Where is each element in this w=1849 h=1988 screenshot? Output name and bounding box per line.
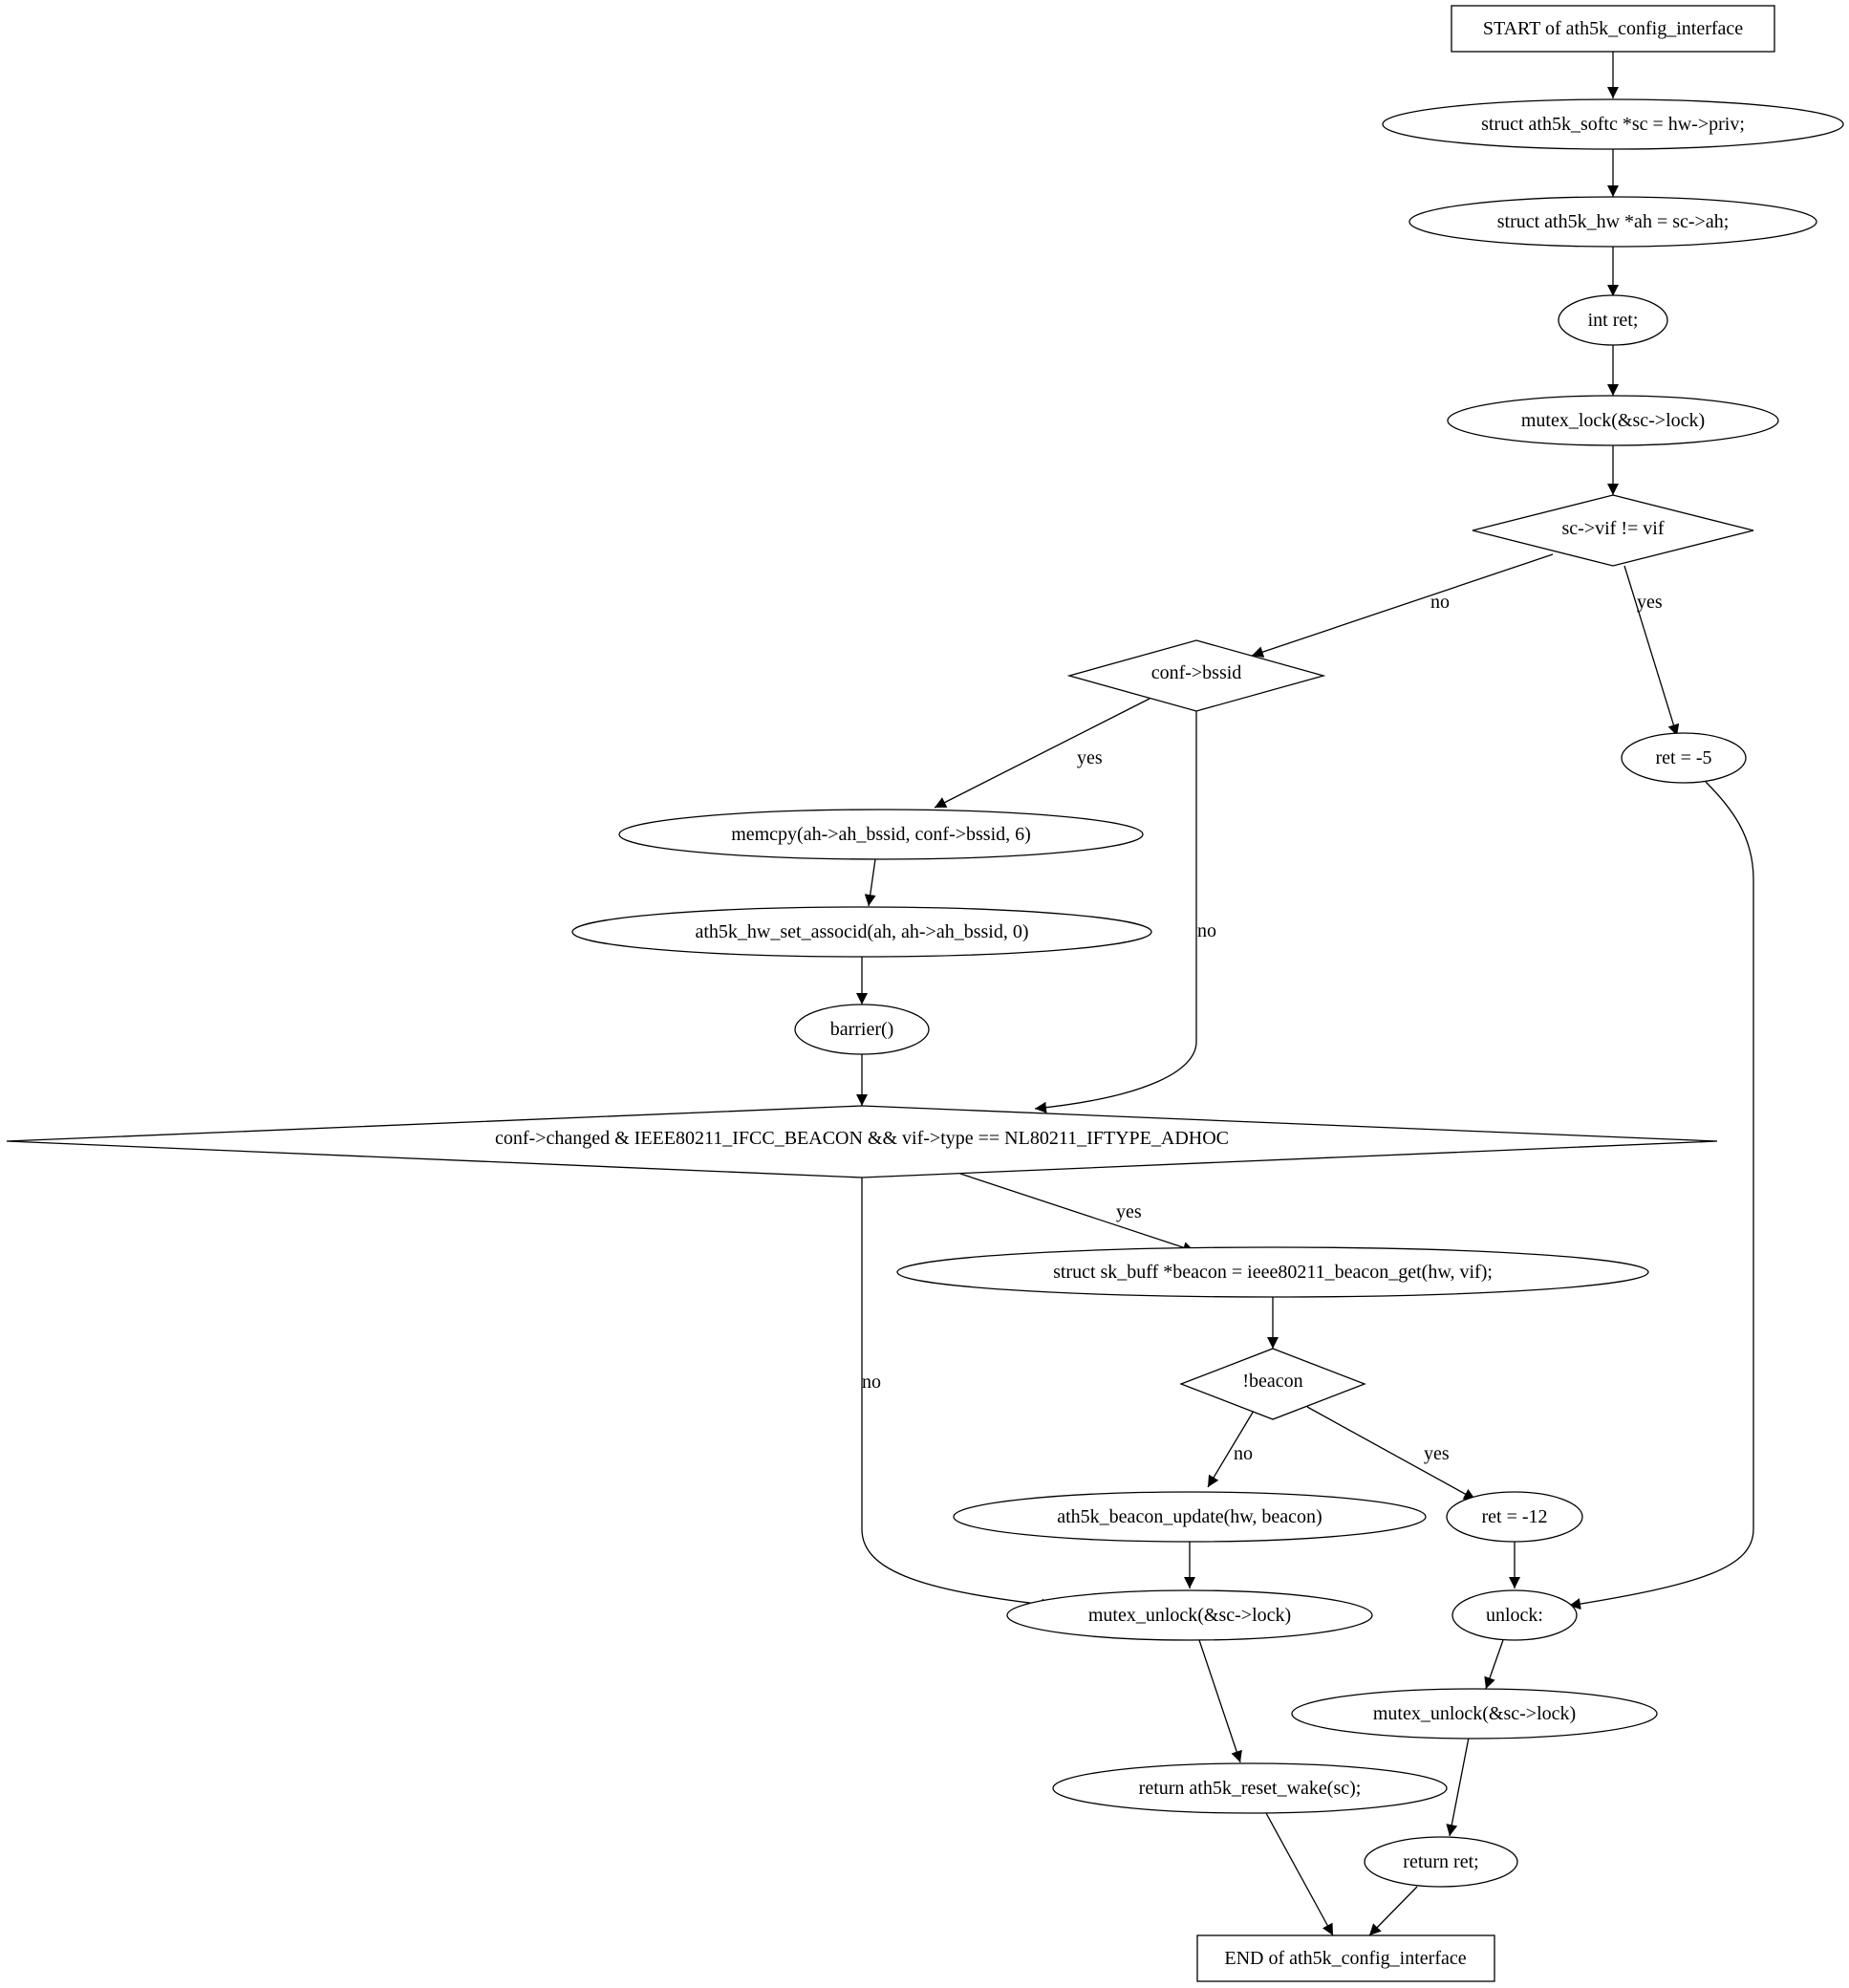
return-reset-wake-label: return ath5k_reset_wake(sc); <box>1139 1778 1362 1799</box>
memcpy-label: memcpy(ah->ah_bssid, conf->bssid, 6) <box>731 824 1031 845</box>
edge-returnret-end <box>1368 1886 1418 1936</box>
ret-minus12-node: ret = -12 <box>1446 1491 1583 1543</box>
cond-bssid-node: conf->bssid <box>1066 639 1326 712</box>
beacon-update-node: ath5k_beacon_update(hw, beacon) <box>953 1491 1427 1543</box>
edge-returnreset-end <box>1265 1812 1334 1936</box>
ret-minus12-label: ret = -12 <box>1481 1506 1547 1527</box>
edge-label-beacon-no: no <box>1234 1443 1253 1464</box>
edge-bssid-no <box>1034 711 1197 1113</box>
cond-vif-label: sc->vif != vif <box>1562 518 1665 539</box>
cond-beacon-node: !beacon <box>1179 1348 1366 1420</box>
ret-minus5-node: ret = -5 <box>1621 732 1747 784</box>
edge-minus5-unlock <box>1568 781 1754 1610</box>
ah-decl-node: struct ath5k_hw *ah = sc->ah; <box>1408 196 1817 248</box>
set-associd-node: ath5k_hw_set_associd(ah, ah->ah_bssid, 0… <box>571 906 1152 958</box>
cond-vif-node: sc->vif != vif <box>1472 494 1754 567</box>
edge-label-changed-yes: yes <box>1116 1201 1142 1222</box>
cond-bssid-label: conf->bssid <box>1151 662 1242 683</box>
end-node-label: END of ath5k_config_interface <box>1224 1948 1466 1969</box>
edge-vif-no <box>1251 553 1554 658</box>
barrier-node: barrier() <box>794 1004 930 1055</box>
mutex-unlock-2-label: mutex_unlock(&sc->lock) <box>1373 1703 1576 1724</box>
edge-unlock1-returnreset <box>1198 1639 1242 1763</box>
edge-memcpy-associd <box>864 858 876 907</box>
edge-beacon-no <box>1207 1410 1255 1488</box>
start-node: START of ath5k_config_interface <box>1451 5 1775 53</box>
return-ret-node: return ret; <box>1364 1836 1518 1888</box>
cond-changed-node: conf->changed & IEEE80211_IFCC_BEACON &&… <box>6 1105 1718 1178</box>
mutex-unlock-2-shape <box>1291 1688 1658 1740</box>
edge-label-beacon-yes: yes <box>1424 1443 1450 1464</box>
edge-unlock2-returnret <box>1446 1737 1470 1837</box>
beacon-update-label: ath5k_beacon_update(hw, beacon) <box>1057 1506 1322 1527</box>
unlock-label-node: unlock: <box>1451 1589 1578 1641</box>
mutex-unlock-1-shape <box>1006 1589 1373 1641</box>
mutex-unlock-1-node: mutex_unlock(&sc->lock) <box>1006 1589 1373 1641</box>
end-node: END of ath5k_config_interface <box>1196 1934 1495 1982</box>
barrier-label: barrier() <box>830 1019 894 1040</box>
edge-label-vif-yes: yes <box>1637 592 1663 613</box>
nodes: START of ath5k_config_interface struct a… <box>6 5 1844 1982</box>
ret-decl-node: int ret; <box>1558 294 1668 346</box>
mutex-unlock-2-node: mutex_unlock(&sc->lock) <box>1291 1688 1658 1740</box>
return-ret-label: return ret; <box>1403 1851 1478 1872</box>
edges <box>856 52 1754 1936</box>
edge-vif-yes <box>1623 565 1680 737</box>
memcpy-node: memcpy(ah->ah_bssid, conf->bssid, 6) <box>618 809 1144 860</box>
mutex-unlock-1-label: mutex_unlock(&sc->lock) <box>1088 1605 1291 1626</box>
edge-labels: no yes yes no yes no no yes <box>862 592 1663 1464</box>
cond-beacon-label: !beacon <box>1242 1371 1302 1392</box>
edge-label-changed-no: no <box>862 1372 881 1393</box>
edge-unlocklabel-unlock2 <box>1484 1639 1504 1690</box>
ret-minus5-label: ret = -5 <box>1655 747 1711 768</box>
set-associd-label: ath5k_hw_set_associd(ah, ah->ah_bssid, 0… <box>696 921 1029 942</box>
edge-label-bssid-yes: yes <box>1077 747 1103 768</box>
return-reset-wake-node: return ath5k_reset_wake(sc); <box>1052 1762 1448 1814</box>
mutex-lock-label: mutex_lock(&sc->lock) <box>1521 410 1705 431</box>
edge-label-vif-no: no <box>1430 592 1450 613</box>
mutex-lock-node: mutex_lock(&sc->lock) <box>1447 395 1779 446</box>
beacon-get-label: struct sk_buff *beacon = ieee80211_beaco… <box>1053 1262 1493 1283</box>
mutex-lock-shape <box>1447 395 1779 446</box>
ah-decl-label: struct ath5k_hw *ah = sc->ah; <box>1497 211 1730 232</box>
beacon-get-node: struct sk_buff *beacon = ieee80211_beaco… <box>896 1246 1649 1298</box>
edge-bssid-yes <box>934 698 1150 809</box>
sc-decl-label: struct ath5k_softc *sc = hw->priv; <box>1481 114 1745 135</box>
cond-changed-label: conf->changed & IEEE80211_IFCC_BEACON &&… <box>495 1128 1229 1149</box>
edge-label-bssid-no: no <box>1197 920 1216 941</box>
unlock-label-text: unlock: <box>1486 1605 1543 1626</box>
start-node-label: START of ath5k_config_interface <box>1483 18 1743 39</box>
edge-changed-yes <box>959 1173 1195 1253</box>
sc-decl-node: struct ath5k_softc *sc = hw->priv; <box>1382 98 1844 150</box>
edge-changed-no <box>861 1178 1054 1610</box>
ret-decl-label: int ret; <box>1588 310 1639 331</box>
edge-beacon-yes <box>1306 1406 1476 1501</box>
